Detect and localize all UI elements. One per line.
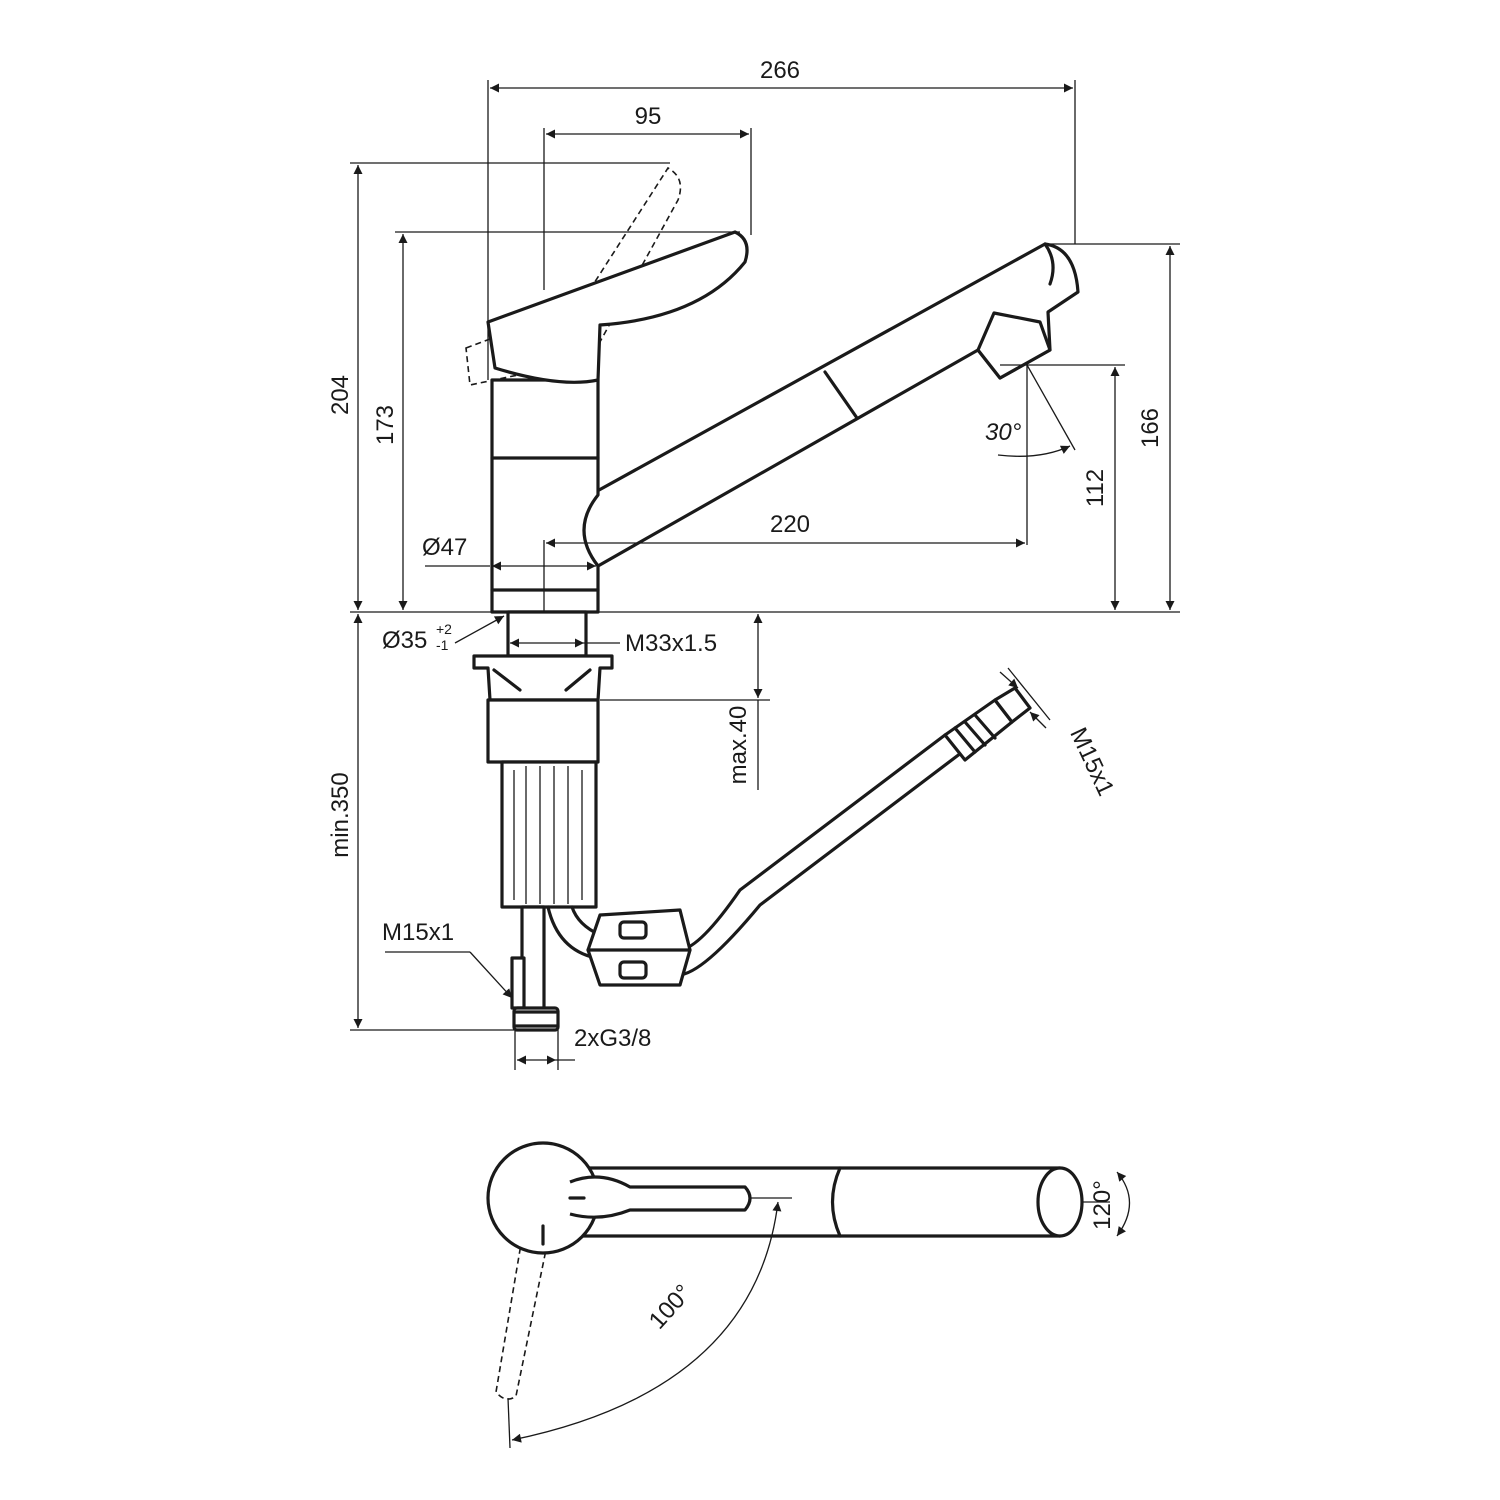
dim-hole-tol-lower: -1 [436, 637, 449, 653]
dim-spout-rotation: 120° [1089, 1180, 1116, 1230]
dim-height-lever: 173 [372, 405, 399, 445]
dimensions: 266 95 204 173 166 112 220 30° Ø47 Ø35 +… [327, 57, 1180, 1070]
hose-weight [586, 908, 692, 987]
lever [486, 230, 749, 384]
dim-max-worktop: max.40 [725, 706, 752, 785]
dim-min-hose: min.350 [327, 772, 354, 857]
dim-hose-thread: M15x1 [1064, 723, 1119, 800]
dim-spout-outlet: 112 [1082, 469, 1109, 507]
dim-spray-angle: 30° [985, 419, 1022, 446]
dim-lever-rotation: 100° [644, 1280, 697, 1335]
mounting-nut [472, 654, 614, 702]
dim-spout-reach: 220 [770, 511, 810, 538]
spout-end [1036, 1166, 1084, 1238]
dim-body-diameter: Ø47 [422, 534, 467, 561]
dim-connection: 2xG3/8 [574, 1025, 651, 1052]
faucet-side-view [465, 166, 1080, 1032]
dim-lever-offset: 95 [635, 103, 662, 130]
spray-head-joint [823, 370, 859, 420]
dim-supply-thread: M15x1 [382, 919, 454, 946]
faucet-top-view: 100° 120° [486, 1141, 1130, 1449]
lever-rotated-outline [495, 1237, 549, 1400]
spray-head-nozzle [976, 311, 1052, 380]
dim-shank-thread: M33x1.5 [625, 630, 717, 657]
hose-connector [943, 686, 1032, 762]
dim-hole-tol-upper: +2 [436, 621, 452, 637]
faucet-body [490, 378, 600, 614]
fixing-collar [486, 698, 600, 764]
dim-overall-width: 266 [760, 57, 800, 84]
dim-spout-top: 166 [1137, 408, 1164, 448]
dim-hole-diameter: Ø35 [382, 627, 427, 654]
spray-head-edge [1043, 242, 1055, 286]
shank [506, 610, 588, 658]
dim-height-raised: 204 [327, 375, 354, 415]
pullout-hose [546, 733, 967, 977]
